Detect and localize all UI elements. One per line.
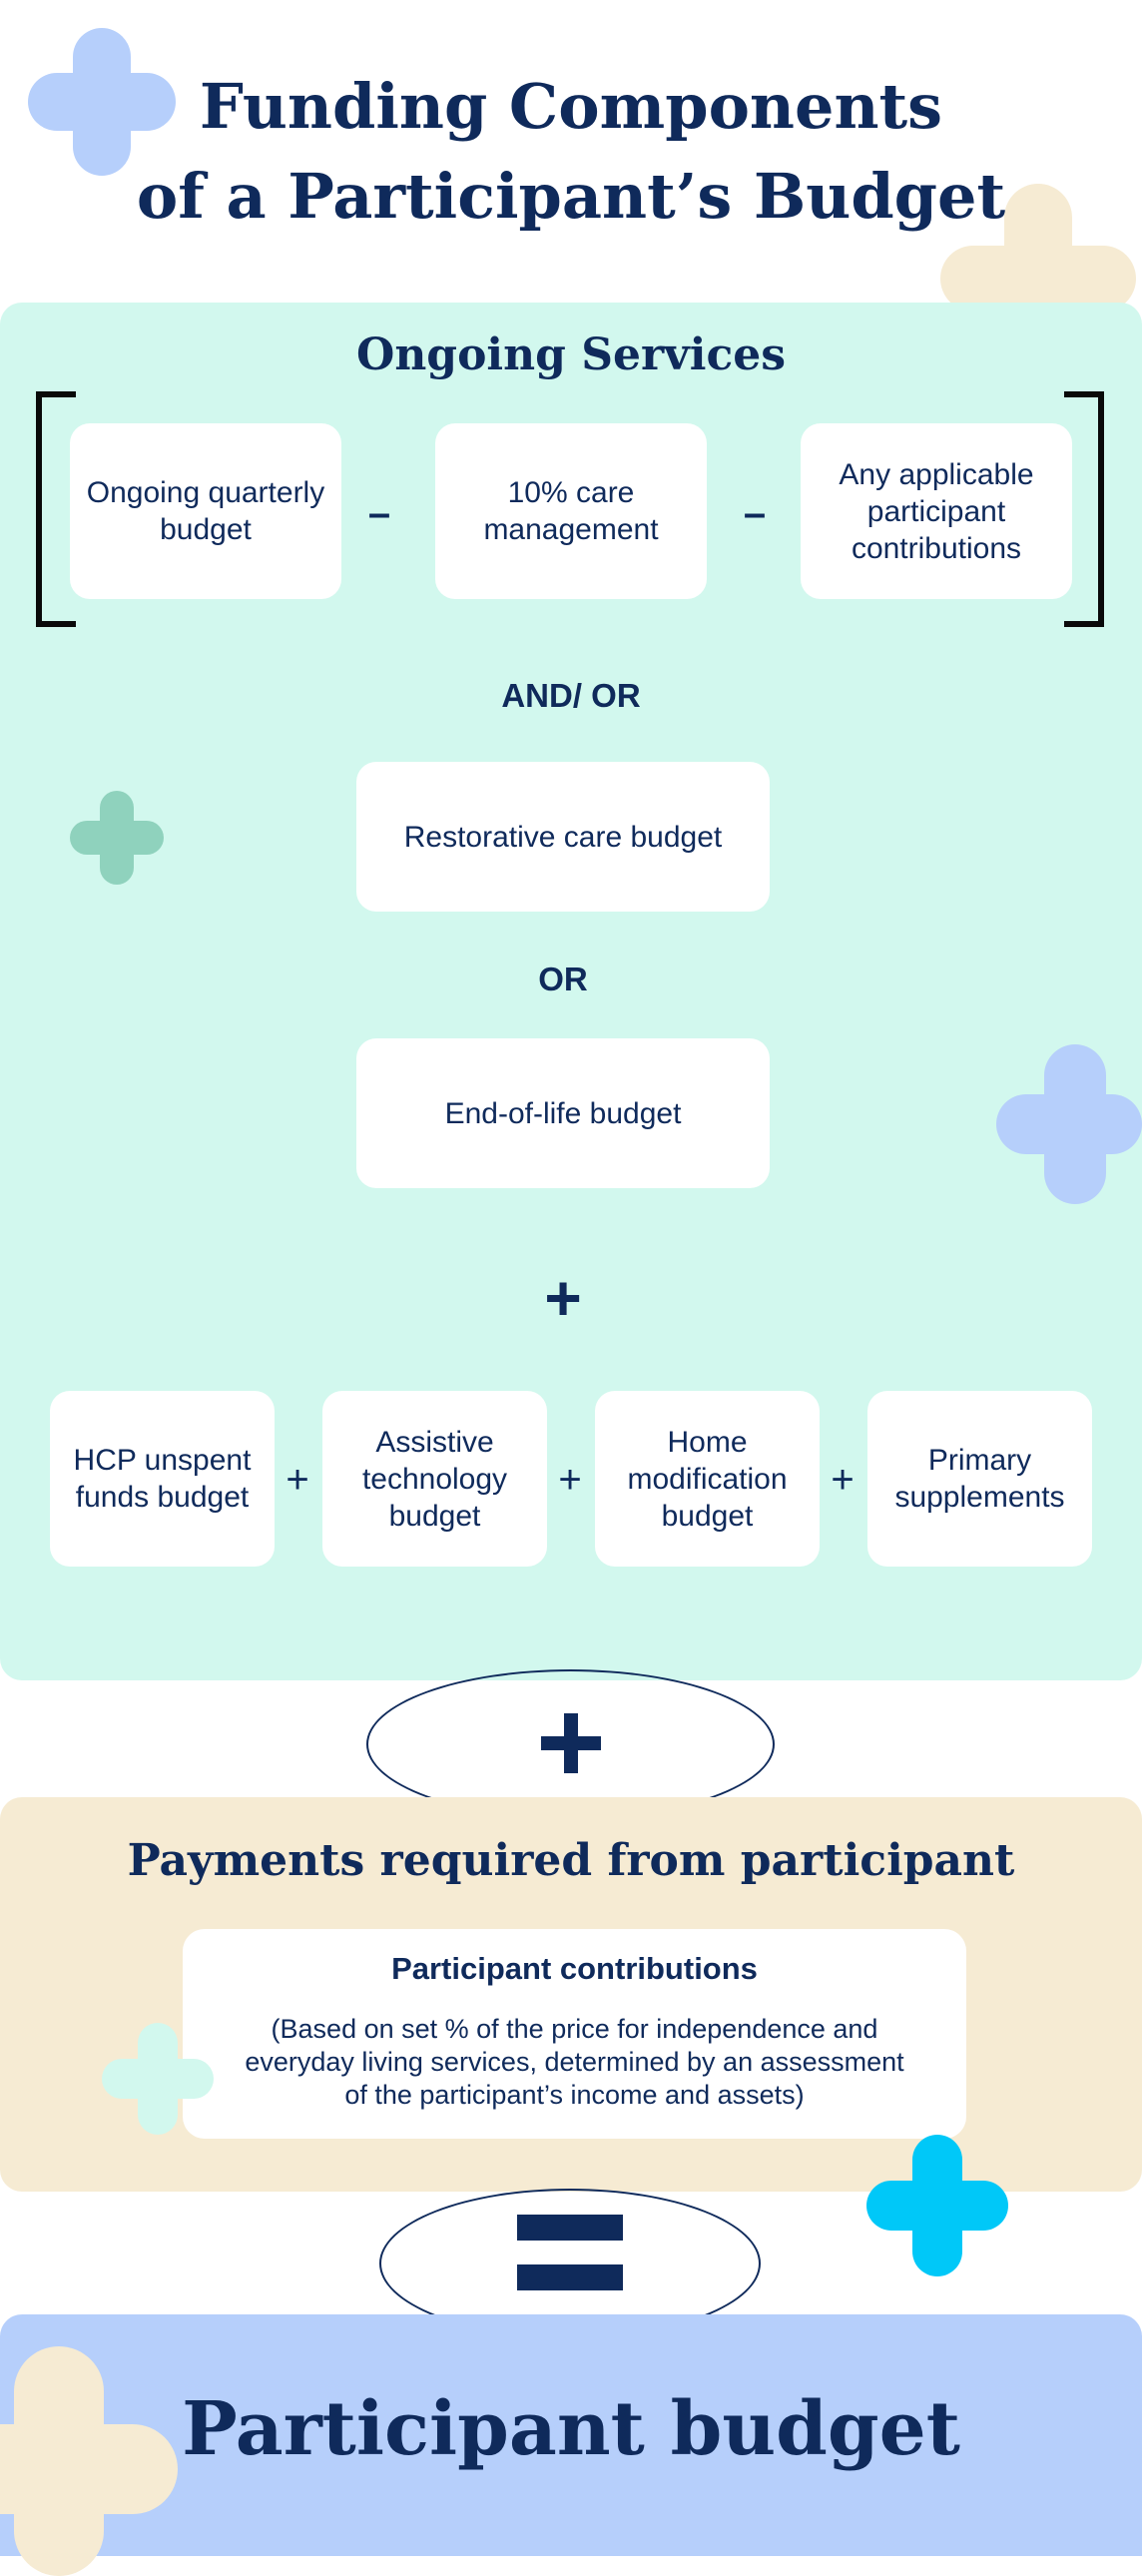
card-label: End-of-life budget <box>444 1096 682 1130</box>
cross-icon <box>866 2135 1008 2276</box>
and-or-label: AND/ OR <box>501 677 641 714</box>
plus-symbol: + <box>558 1458 582 1502</box>
payments-heading: Payments required from participant <box>127 1835 1015 1886</box>
title-line-1: Funding Components <box>199 70 943 143</box>
card-label: HCP unspent funds budget <box>73 1444 252 1514</box>
card-label: Any applicable participant contributions <box>839 457 1034 565</box>
cross-icon <box>70 791 164 885</box>
participant-contributions-card: Any applicable participant contributions <box>801 423 1072 599</box>
left-bracket <box>36 391 76 627</box>
contributions-title: Participant contributions <box>391 1951 758 1986</box>
care-management-card: 10% care management <box>435 423 707 599</box>
end-of-life-card: End-of-life budget <box>356 1038 770 1188</box>
card-label: 10% care management <box>483 476 659 546</box>
plus-icon <box>541 1713 601 1773</box>
minus-symbol: – <box>367 491 391 535</box>
equals-icon <box>517 2215 623 2290</box>
participant-contributions-box: Participant contributions (Based on set … <box>183 1929 966 2139</box>
restorative-care-card: Restorative care budget <box>356 762 770 912</box>
plus-symbol: + <box>831 1458 855 1502</box>
card-label: Assistive technology budget <box>361 1425 508 1533</box>
or-label: OR <box>538 961 588 997</box>
cross-icon <box>102 2023 214 2135</box>
plus-symbol: + <box>286 1458 309 1502</box>
minus-symbol: – <box>743 491 767 535</box>
card-label: Ongoing quarterly budget <box>86 476 325 546</box>
title-line-2: of a Participant’s Budget <box>136 160 1006 233</box>
home-modification-card: Home modification budget <box>595 1391 820 1567</box>
contributions-description: (Based on set % of the price for indepen… <box>245 2014 904 2110</box>
ongoing-services-heading: Ongoing Services <box>355 329 786 380</box>
hcp-unspent-funds-card: HCP unspent funds budget <box>50 1391 275 1567</box>
page-title: Funding Components of a Participant’s Bu… <box>0 62 1142 242</box>
cross-icon <box>996 1044 1142 1204</box>
card-label: Primary supplements <box>894 1444 1065 1514</box>
cross-icon <box>0 2346 178 2576</box>
ongoing-quarterly-budget-card: Ongoing quarterly budget <box>70 423 341 599</box>
cross-icon <box>28 28 176 176</box>
participant-budget-label: Participant budget <box>182 2386 960 2472</box>
card-label: Restorative care budget <box>403 820 723 854</box>
primary-supplements-card: Primary supplements <box>867 1391 1092 1567</box>
card-label: Home modification budget <box>627 1425 788 1533</box>
right-bracket <box>1064 391 1104 627</box>
participant-budget-panel <box>0 2314 1142 2556</box>
assistive-technology-card: Assistive technology budget <box>322 1391 547 1567</box>
plus-icon: + <box>544 1262 582 1334</box>
